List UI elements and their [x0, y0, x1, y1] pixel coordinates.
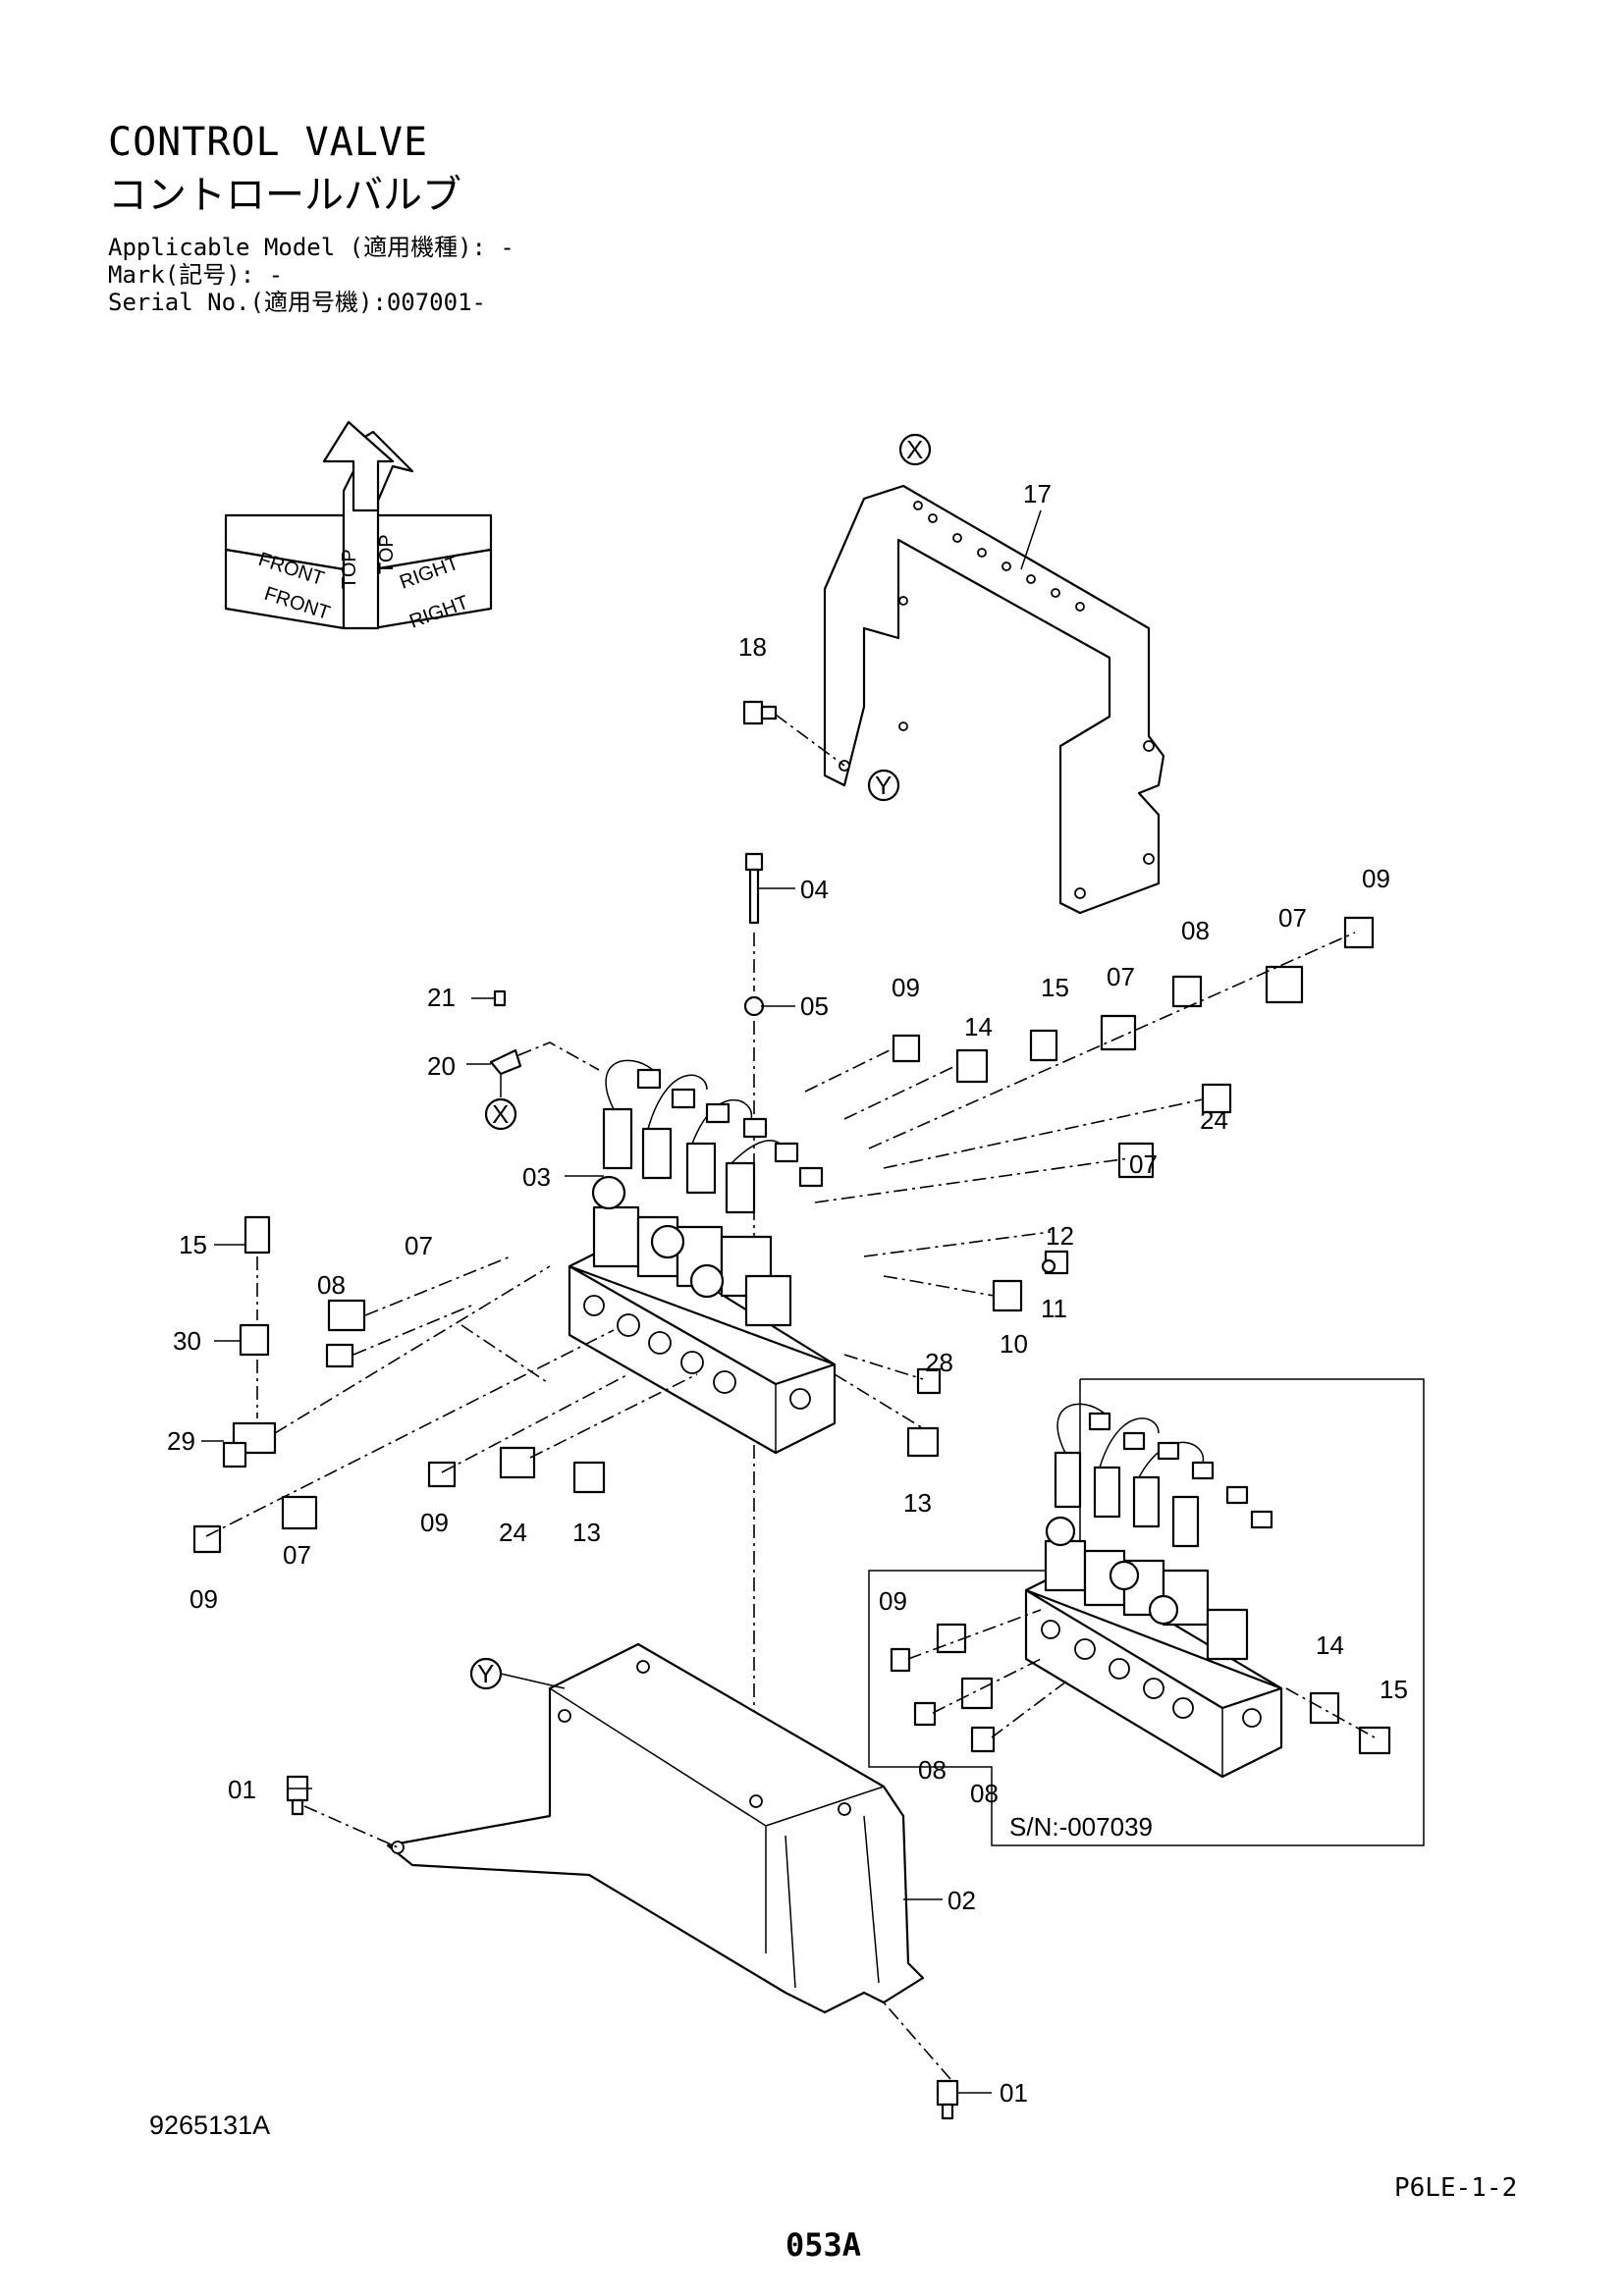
- label-09-a: 09: [892, 973, 920, 1002]
- ref-mark-x-valve: X: [492, 1099, 509, 1129]
- ref-mark-y-bottom: Y: [477, 1659, 494, 1688]
- label-02: 02: [947, 1886, 976, 1915]
- label-17: 17: [1023, 479, 1052, 508]
- label-03: 03: [522, 1162, 551, 1192]
- title-english: CONTROL VALVE: [108, 120, 429, 165]
- label-05: 05: [800, 991, 829, 1021]
- inset-earlier-serial: [868, 1378, 1425, 1846]
- inset-label-08-a: 08: [918, 1755, 947, 1785]
- right-fittings: [804, 916, 1375, 1312]
- inset-label-08-b: 08: [970, 1779, 999, 1808]
- label-07-a: 07: [1107, 962, 1135, 991]
- label-10: 10: [1000, 1329, 1028, 1359]
- top-label-shadow: TOP: [339, 549, 360, 589]
- label-14: 14: [964, 1012, 993, 1041]
- label-09-b: 09: [1362, 864, 1390, 893]
- label-20: 20: [427, 1051, 456, 1081]
- applicable-model: Applicable Model (適用機種): -: [108, 234, 514, 261]
- label-13-a: 13: [572, 1518, 601, 1547]
- left-fittings: [192, 1215, 942, 1554]
- label-08-a: 08: [1181, 916, 1210, 945]
- orientation-indicator: FRONT FRONT TOP TOP RIGHT RIGHT: [224, 420, 493, 633]
- valve-block-assembly: [568, 1059, 837, 1455]
- label-24-b: 24: [499, 1518, 527, 1547]
- reference-marks: X Y X Y: [469, 433, 932, 1690]
- clip-and-bolt: [466, 989, 600, 1097]
- drawing-number: 9265131A: [149, 2110, 271, 2140]
- label-01-a: 01: [228, 1775, 256, 1804]
- label-11: 11: [1041, 1294, 1067, 1323]
- leader-lines: [201, 509, 1042, 2094]
- label-21: 21: [427, 983, 456, 1012]
- label-07-e: 07: [283, 1540, 311, 1570]
- inset-label-09: 09: [879, 1586, 907, 1616]
- bottom-bracket-02: [286, 1642, 959, 2120]
- ref-mark-y-top: Y: [875, 771, 892, 800]
- label-07-c: 07: [1129, 1149, 1158, 1179]
- label-09-c: 09: [189, 1584, 218, 1614]
- bracket-17: [823, 484, 1165, 915]
- page-number: 053A: [785, 2226, 862, 2264]
- label-15-a: 15: [1041, 973, 1069, 1002]
- label-24-a: 24: [1200, 1105, 1228, 1135]
- inset-caption: S/N:-007039: [1009, 1812, 1153, 1842]
- serial-number: Serial No.(適用号機):007001-: [108, 289, 486, 316]
- label-29: 29: [167, 1426, 195, 1456]
- label-08-b: 08: [317, 1270, 346, 1300]
- label-09-d: 09: [420, 1508, 449, 1537]
- label-07-d: 07: [405, 1231, 433, 1260]
- mark: Mark(記号): -: [108, 261, 284, 289]
- label-30: 30: [173, 1326, 201, 1356]
- label-04: 04: [800, 875, 829, 904]
- label-01-b: 01: [1000, 2078, 1028, 2108]
- label-18: 18: [738, 632, 767, 662]
- ref-mark-x-top: X: [906, 435, 923, 464]
- bolt-18: [742, 700, 845, 767]
- title-japanese: コントロールバルブ: [108, 173, 461, 218]
- label-13-b: 13: [903, 1488, 932, 1518]
- label-15-b: 15: [179, 1230, 207, 1259]
- page-code: P6LE-1-2: [1394, 2173, 1518, 2203]
- top-label: TOP: [376, 534, 398, 574]
- label-07-b: 07: [1278, 903, 1307, 933]
- inset-label-14: 14: [1316, 1630, 1344, 1660]
- label-28: 28: [925, 1348, 953, 1377]
- inset-label-15: 15: [1380, 1675, 1408, 1704]
- part-number-labels: 17 18 04 05 21 20 03 09 14 15 07 08 07 0…: [167, 479, 1408, 2108]
- label-12: 12: [1046, 1221, 1074, 1251]
